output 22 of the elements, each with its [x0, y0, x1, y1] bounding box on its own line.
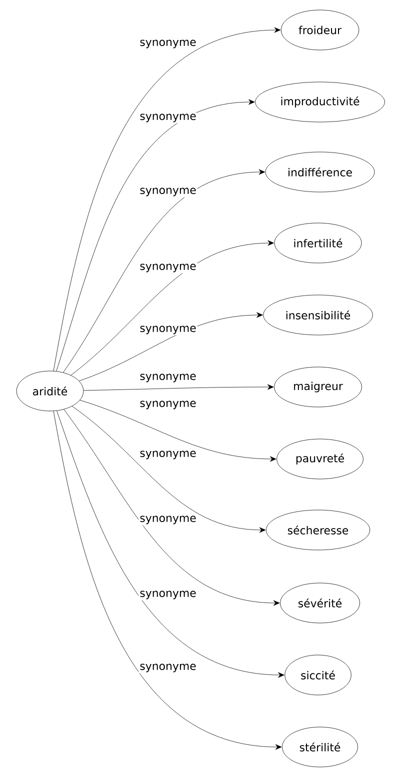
edge-label: synonyme	[138, 590, 198, 600]
edge-label: synonyme	[138, 38, 198, 50]
edge-label: synonyme	[138, 400, 198, 410]
arrow	[79, 312, 263, 382]
edge-label: synonyme	[138, 662, 198, 674]
arrow	[53, 410, 282, 750]
edge-label: synonyme	[138, 112, 198, 124]
arrow	[70, 240, 274, 376]
edge-label: synonyme	[138, 450, 198, 460]
edge-label: synonyme	[138, 372, 198, 384]
arrow	[80, 400, 276, 462]
arrow	[63, 169, 266, 373]
arrow	[83, 384, 274, 391]
arrow	[56, 410, 284, 678]
arrow	[56, 99, 255, 372]
arrow	[64, 409, 280, 606]
edge-label: synonyme	[138, 262, 198, 274]
arrow	[53, 27, 281, 372]
edge-label: synonyme	[138, 514, 198, 526]
edge-label: synonyme	[138, 186, 198, 198]
edge-label: synonyme	[138, 324, 198, 336]
arrow	[72, 406, 266, 533]
